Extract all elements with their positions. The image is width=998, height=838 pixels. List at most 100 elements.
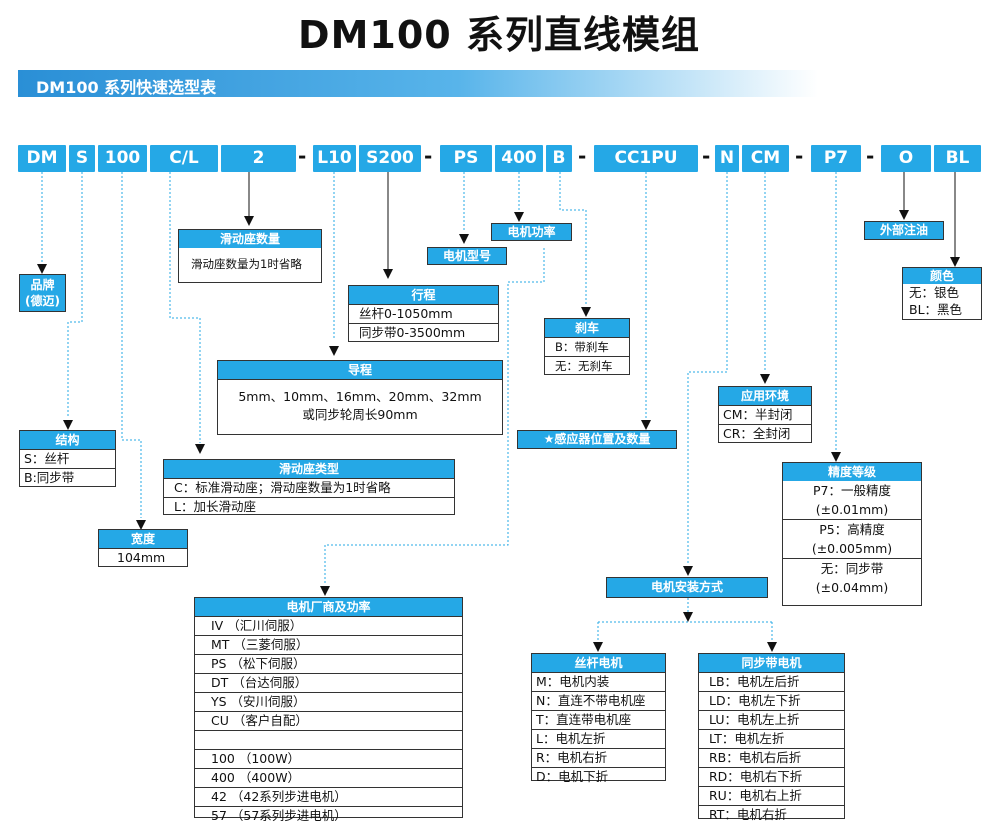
motor-vendor-box: 电机厂商及功率 IV （汇川伺服） MT （三菱伺服） PS （松下伺服） DT… (194, 597, 463, 823)
slider-count-header: 滑动座数量 (179, 230, 321, 248)
motor-model-box: 电机型号 (427, 247, 507, 265)
belt-motor-row: RB：电机右后折 (699, 748, 844, 767)
brand-sub: (德迈) (25, 294, 60, 308)
stroke-row: 同步带0-3500mm (349, 323, 498, 342)
code-stroke: S200 (359, 145, 421, 172)
code-width: 100 (98, 145, 147, 172)
motor-vendor-row: MT （三菱伺服） (195, 635, 462, 654)
screw-motor-row: M：电机内装 (532, 672, 665, 691)
belt-motor-row: RD：电机右下折 (699, 767, 844, 786)
screw-motor-box: 丝杆电机 M：电机内装 N：直连不带电机座 T：直连带电机座 L：电机左折 R：… (531, 653, 666, 784)
color-row: 无：银色 (909, 285, 960, 300)
code-precision: P7 (811, 145, 861, 172)
code-color: BL (934, 145, 981, 172)
code-dm: DM (18, 145, 66, 172)
lead-box: 导程 5mm、10mm、16mm、20mm、32mm 或同步轮周长90mm (217, 360, 503, 435)
stroke-box: 行程 丝杆0-1050mm 同步带0-3500mm (348, 285, 499, 342)
screw-motor-row: R：电机右折 (532, 748, 665, 767)
oil-box: 外部注油 (864, 221, 944, 240)
precision-row: P5：高精度 (783, 519, 921, 539)
dash: - (424, 144, 433, 168)
precision-header: 精度等级 (783, 463, 921, 481)
code-slider-type: C/L (150, 145, 218, 172)
motor-vendor-row: 400 （400W） (195, 768, 462, 787)
dash: - (866, 144, 875, 168)
belt-motor-box: 同步带电机 LB：电机左后折 LD：电机左下折 LU：电机左上折 LT：电机左折… (698, 653, 845, 822)
code-environment: CM (742, 145, 789, 172)
brand-box: 品牌 (德迈) (19, 274, 66, 312)
brake-row: 无：无刹车 (545, 356, 629, 375)
motor-power-box: 电机功率 (491, 223, 572, 241)
code-motor-model: PS (440, 145, 492, 172)
motor-vendor-row: 100 （100W） (195, 749, 462, 768)
slider-type-header: 滑动座类型 (164, 460, 454, 478)
precision-row: P7：一般精度 (813, 483, 891, 498)
dash: - (795, 144, 804, 168)
color-row: BL：黑色 (909, 302, 963, 317)
screw-motor-header: 丝杆电机 (532, 654, 665, 672)
motor-vendor-row: 42 （42系列步进电机） (195, 787, 462, 806)
dash: - (298, 144, 307, 168)
color-header: 颜色 (903, 268, 981, 284)
lead-header: 导程 (218, 361, 502, 379)
belt-motor-row: RU：电机右上折 (699, 786, 844, 805)
precision-row: (±0.005mm) (811, 541, 893, 556)
section-banner: DM100 系列快速选型表 (18, 70, 818, 97)
code-slider-count: 2 (221, 145, 296, 172)
motor-vendor-row: CU （客户自配） (195, 711, 462, 730)
motor-vendor-row: DT （台达伺服） (195, 673, 462, 692)
code-brake: B (546, 145, 572, 172)
slider-count-box: 滑动座数量 滑动座数量为1时省略 (178, 229, 322, 283)
stroke-header: 行程 (349, 286, 498, 304)
belt-motor-row: LU：电机左上折 (699, 710, 844, 729)
code-oil: O (881, 145, 931, 172)
precision-row: (±0.01mm) (815, 502, 889, 517)
color-box: 颜色 无：银色 BL：黑色 (902, 267, 982, 320)
code-mount: N (715, 145, 739, 172)
dash: - (578, 144, 587, 168)
page-title: DM100 系列直线模组 (298, 13, 700, 57)
environment-row: CR：全封闭 (719, 424, 811, 443)
brand-header: 品牌 (30, 278, 55, 292)
code-structure: S (69, 145, 95, 172)
motor-vendor-row (195, 730, 462, 749)
environment-box: 应用环境 CM：半封闭 CR：全封闭 (718, 386, 812, 443)
banner-label: DM100 系列快速选型表 (36, 78, 217, 97)
lead-row: 5mm、10mm、16mm、20mm、32mm (218, 379, 502, 406)
lead-row: 或同步轮周长90mm (302, 407, 418, 422)
belt-motor-header: 同步带电机 (699, 654, 844, 672)
mount-box: 电机安装方式 (606, 577, 768, 598)
width-header: 宽度 (99, 530, 187, 548)
brake-row: B：带刹车 (545, 337, 629, 356)
brake-header: 刹车 (545, 319, 629, 337)
slider-type-box: 滑动座类型 C：标准滑动座；滑动座数量为1时省略 L：加长滑动座 (163, 459, 455, 515)
structure-box: 结构 S：丝杆 B:同步带 (19, 430, 116, 487)
belt-motor-row: LB：电机左后折 (699, 672, 844, 691)
precision-row: (±0.04mm) (815, 580, 889, 595)
motor-vendor-header: 电机厂商及功率 (195, 598, 462, 616)
slider-type-row: C：标准滑动座；滑动座数量为1时省略 (164, 478, 454, 497)
brake-box: 刹车 B：带刹车 无：无刹车 (544, 318, 630, 375)
belt-motor-row: LD：电机左下折 (699, 691, 844, 710)
environment-row: CM：半封闭 (719, 405, 811, 424)
sensor-box: ★感应器位置及数量 (517, 430, 677, 449)
screw-motor-row: L：电机左折 (532, 729, 665, 748)
width-value: 104mm (99, 548, 187, 567)
screw-motor-row: N：直连不带电机座 (532, 691, 665, 710)
motor-vendor-row: 57 （57系列步进电机） (195, 806, 462, 825)
slider-type-row: L：加长滑动座 (164, 497, 454, 516)
screw-motor-row: D：电机下折 (532, 767, 665, 786)
belt-motor-row: RT：电机右折 (699, 805, 844, 824)
precision-box: 精度等级 P7：一般精度 (±0.01mm) P5：高精度 (±0.005mm)… (782, 462, 922, 606)
screw-motor-row: T：直连带电机座 (532, 710, 665, 729)
dash: - (702, 144, 711, 168)
slider-count-text: 滑动座数量为1时省略 (191, 257, 302, 271)
code-lead: L10 (313, 145, 356, 172)
motor-vendor-row: YS （安川伺服） (195, 692, 462, 711)
belt-motor-row: LT：电机左折 (699, 729, 844, 748)
motor-vendor-row: PS （松下伺服） (195, 654, 462, 673)
structure-row: S：丝杆 (20, 449, 115, 468)
code-sensor: CC1PU (594, 145, 698, 172)
environment-header: 应用环境 (719, 387, 811, 405)
